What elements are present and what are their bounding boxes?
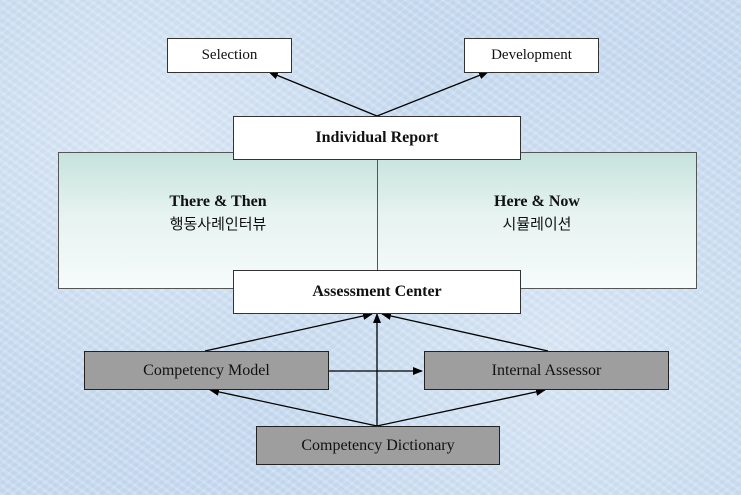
arrow-dictionary-to-assessor: [376, 387, 546, 427]
there-and-then-section: There & Then 행동사례인터뷰: [118, 191, 318, 235]
here-and-now-section: Here & Now 시뮬레이션: [437, 191, 637, 235]
internal-assessor-label: Internal Assessor: [491, 361, 602, 379]
selection-label: Selection: [201, 47, 258, 63]
method-panel: There & Then 행동사례인터뷰 Here & Now 시뮬레이션: [58, 152, 697, 289]
selection-box: Selection: [167, 38, 292, 73]
simulation-label: 시뮬레이션: [502, 215, 572, 233]
individual-report-label: Individual Report: [315, 129, 439, 146]
competency-model-label: Competency Model: [143, 361, 270, 379]
arrow-assessor-to-center: [381, 312, 549, 352]
assessment-center-label: Assessment Center: [312, 283, 442, 300]
panel-divider: [377, 153, 378, 288]
individual-report-box: Individual Report: [233, 116, 521, 160]
competency-dictionary-box: Competency Dictionary: [256, 426, 500, 465]
arrow-report-to-selection: [268, 71, 378, 117]
arrow-report-to-development: [376, 71, 489, 117]
competency-model-box: Competency Model: [84, 351, 329, 390]
there-and-then-title: There & Then: [169, 193, 267, 210]
here-and-now-title: Here & Now: [494, 193, 580, 210]
development-box: Development: [464, 38, 599, 73]
internal-assessor-box: Internal Assessor: [424, 351, 669, 390]
arrow-model-to-center: [204, 312, 373, 352]
arrow-dictionary-to-model: [209, 387, 378, 427]
competency-dictionary-label: Competency Dictionary: [301, 436, 455, 454]
assessment-center-box: Assessment Center: [233, 270, 521, 314]
behavioral-interview-label: 행동사례인터뷰: [169, 215, 267, 233]
development-label: Development: [491, 47, 572, 63]
